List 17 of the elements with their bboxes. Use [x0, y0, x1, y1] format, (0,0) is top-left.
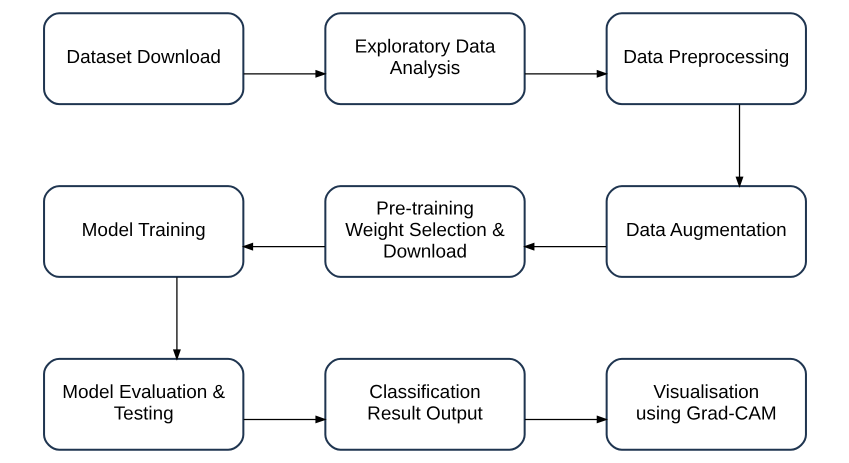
node-box: Pre-training Weight Selection & Download [324, 185, 526, 278]
arrow [522, 242, 606, 251]
arrow [735, 104, 743, 188]
arrow [243, 415, 326, 424]
arrow [524, 70, 608, 78]
node-box: Model Evaluation & Testing [42, 358, 244, 451]
node-box: Classification Result Output [324, 358, 526, 451]
node-box: Exploratory Data Analysis [324, 12, 526, 106]
node-box: Data Preprocessing [605, 12, 806, 106]
arrow [241, 242, 324, 251]
arrow [524, 415, 608, 424]
arrow [243, 70, 326, 78]
arrow [172, 277, 180, 361]
node-box: Visualisation using Grad-CAM [605, 358, 806, 451]
node-box: Dataset Download [42, 12, 244, 106]
node-box: Data Augmentation [605, 185, 806, 278]
node-box: Model Training [42, 185, 244, 278]
